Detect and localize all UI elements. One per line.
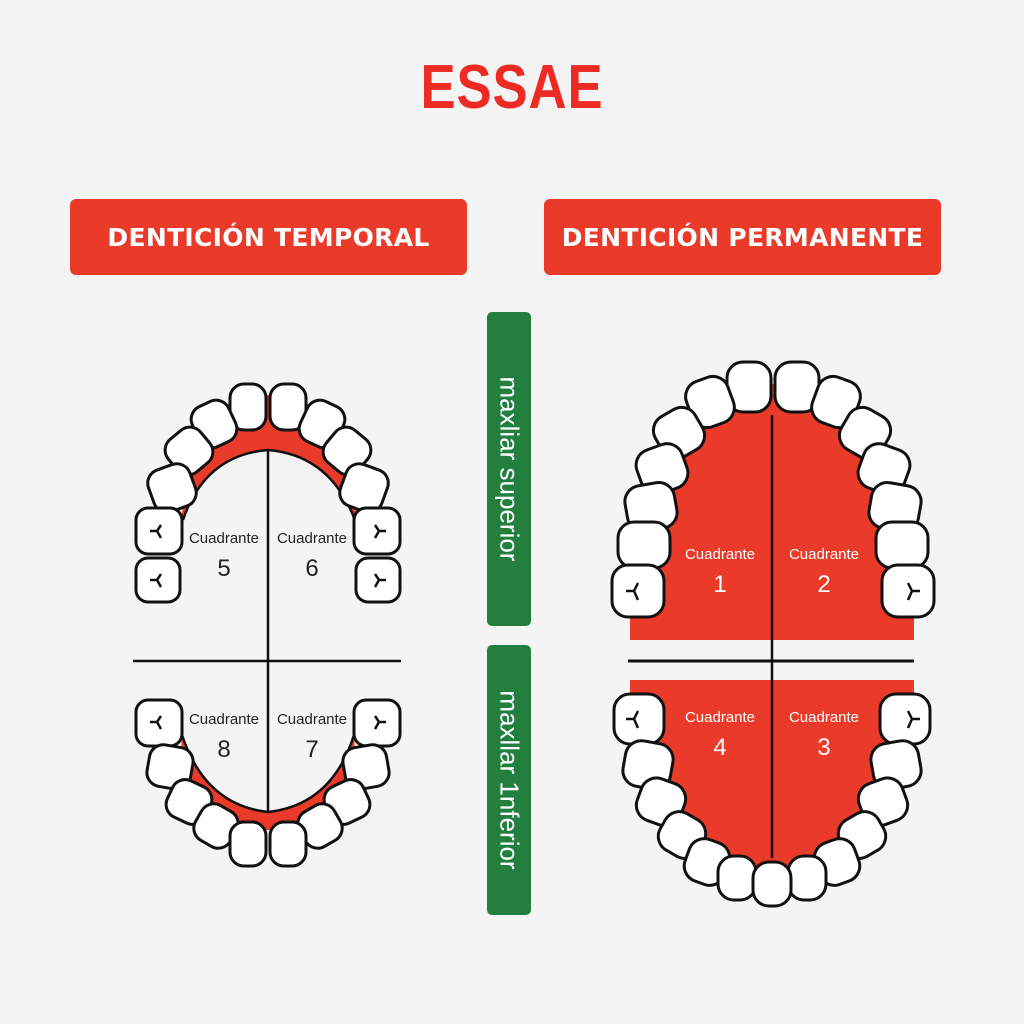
quadrant-number: 3 bbox=[817, 734, 831, 761]
quadrant-number: 1 bbox=[713, 571, 727, 598]
quadrant-label: Cuadrante bbox=[188, 711, 260, 728]
quadrant-4: Cuadrante 4 bbox=[670, 709, 770, 762]
quadrant-5: Cuadrante 5 bbox=[180, 530, 268, 583]
quadrant-label: Cuadrante bbox=[684, 546, 756, 563]
temporal-lower-teeth bbox=[134, 698, 402, 868]
header-temporal-label: DENTICIÓN TEMPORAL bbox=[107, 222, 430, 252]
label-maxilar-inferior: maxllar 1nferior bbox=[487, 645, 531, 915]
temporal-upper-teeth bbox=[134, 382, 402, 604]
quadrant-number: 7 bbox=[305, 736, 319, 763]
quadrant-label: Cuadrante bbox=[788, 546, 860, 563]
quadrant-number: 4 bbox=[713, 734, 727, 761]
header-permanente-label: DENTICIÓN PERMANENTE bbox=[561, 222, 924, 252]
quadrant-1: Cuadrante 1 bbox=[670, 546, 770, 599]
permanente-lower-teeth bbox=[612, 692, 932, 908]
molar-cusp-marks bbox=[150, 524, 920, 730]
quadrant-8: Cuadrante 8 bbox=[180, 711, 268, 764]
quadrant-6: Cuadrante 6 bbox=[268, 530, 356, 583]
quadrant-label: Cuadrante bbox=[188, 530, 260, 547]
quadrant-number: 6 bbox=[305, 555, 319, 582]
quadrant-label: Cuadrante bbox=[276, 530, 348, 547]
quadrant-number: 5 bbox=[217, 555, 231, 582]
quadrant-number: 2 bbox=[817, 571, 831, 598]
quadrant-2: Cuadrante 2 bbox=[774, 546, 874, 599]
header-denticion-temporal: DENTICIÓN TEMPORAL bbox=[70, 199, 467, 275]
header-denticion-permanente: DENTICIÓN PERMANENTE bbox=[544, 199, 941, 275]
quadrant-7: Cuadrante 7 bbox=[268, 711, 356, 764]
quadrant-label: Cuadrante bbox=[276, 711, 348, 728]
quadrant-label: Cuadrante bbox=[684, 709, 756, 726]
quadrant-3: Cuadrante 3 bbox=[774, 709, 874, 762]
brand-logo: ESSAE bbox=[420, 53, 604, 122]
quadrant-number: 8 bbox=[217, 736, 231, 763]
permanente-upper-teeth bbox=[610, 360, 936, 619]
quadrant-label: Cuadrante bbox=[788, 709, 860, 726]
label-maxilar-superior: maxliar superior bbox=[487, 312, 531, 626]
